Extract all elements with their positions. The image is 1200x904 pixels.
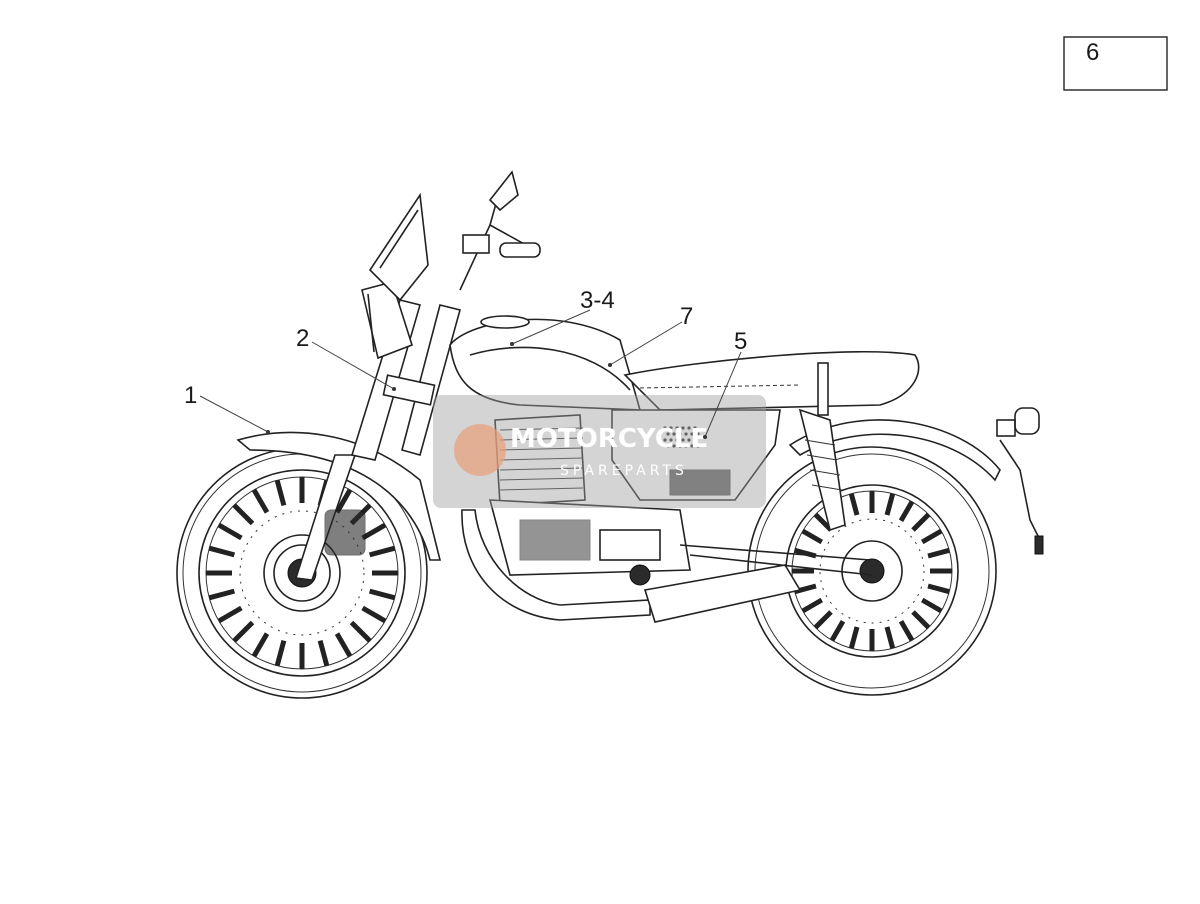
callout-1: 1: [184, 382, 270, 434]
callouts: 1 2 3-4 7 5: [184, 287, 747, 439]
watermark-title: MOTORCYCLE: [510, 424, 708, 454]
engine: [488, 414, 691, 586]
callout-2: 2: [296, 325, 396, 391]
callout-3-4: 3-4: [510, 287, 615, 346]
callout-5: 5: [703, 328, 747, 439]
callout-2-label: 2: [296, 325, 309, 352]
motorcycle-drawing: [176, 170, 1044, 699]
callout-7-label: 7: [680, 303, 693, 330]
callout-5-label: 5: [734, 328, 747, 355]
callout-3-4-label: 3-4: [580, 287, 615, 314]
handlebar: [459, 170, 541, 291]
headlight: [361, 281, 413, 360]
tail-light: [996, 407, 1044, 555]
front-forks: [294, 299, 461, 581]
side-cover: [611, 409, 781, 501]
fuel-tank: [449, 315, 642, 411]
callout-1-label: 1: [184, 382, 197, 409]
rear-suspension: [679, 408, 873, 576]
exhaust: [461, 509, 802, 623]
reference-box: 6: [1063, 36, 1168, 91]
watermark-subtitle: SPAREPARTS: [560, 463, 688, 479]
seat: [623, 350, 920, 416]
callout-7: 7: [608, 303, 693, 367]
reference-box-label: 6: [1086, 39, 1099, 66]
watermark: MOTORCYCLE SPAREPARTS: [433, 395, 766, 508]
